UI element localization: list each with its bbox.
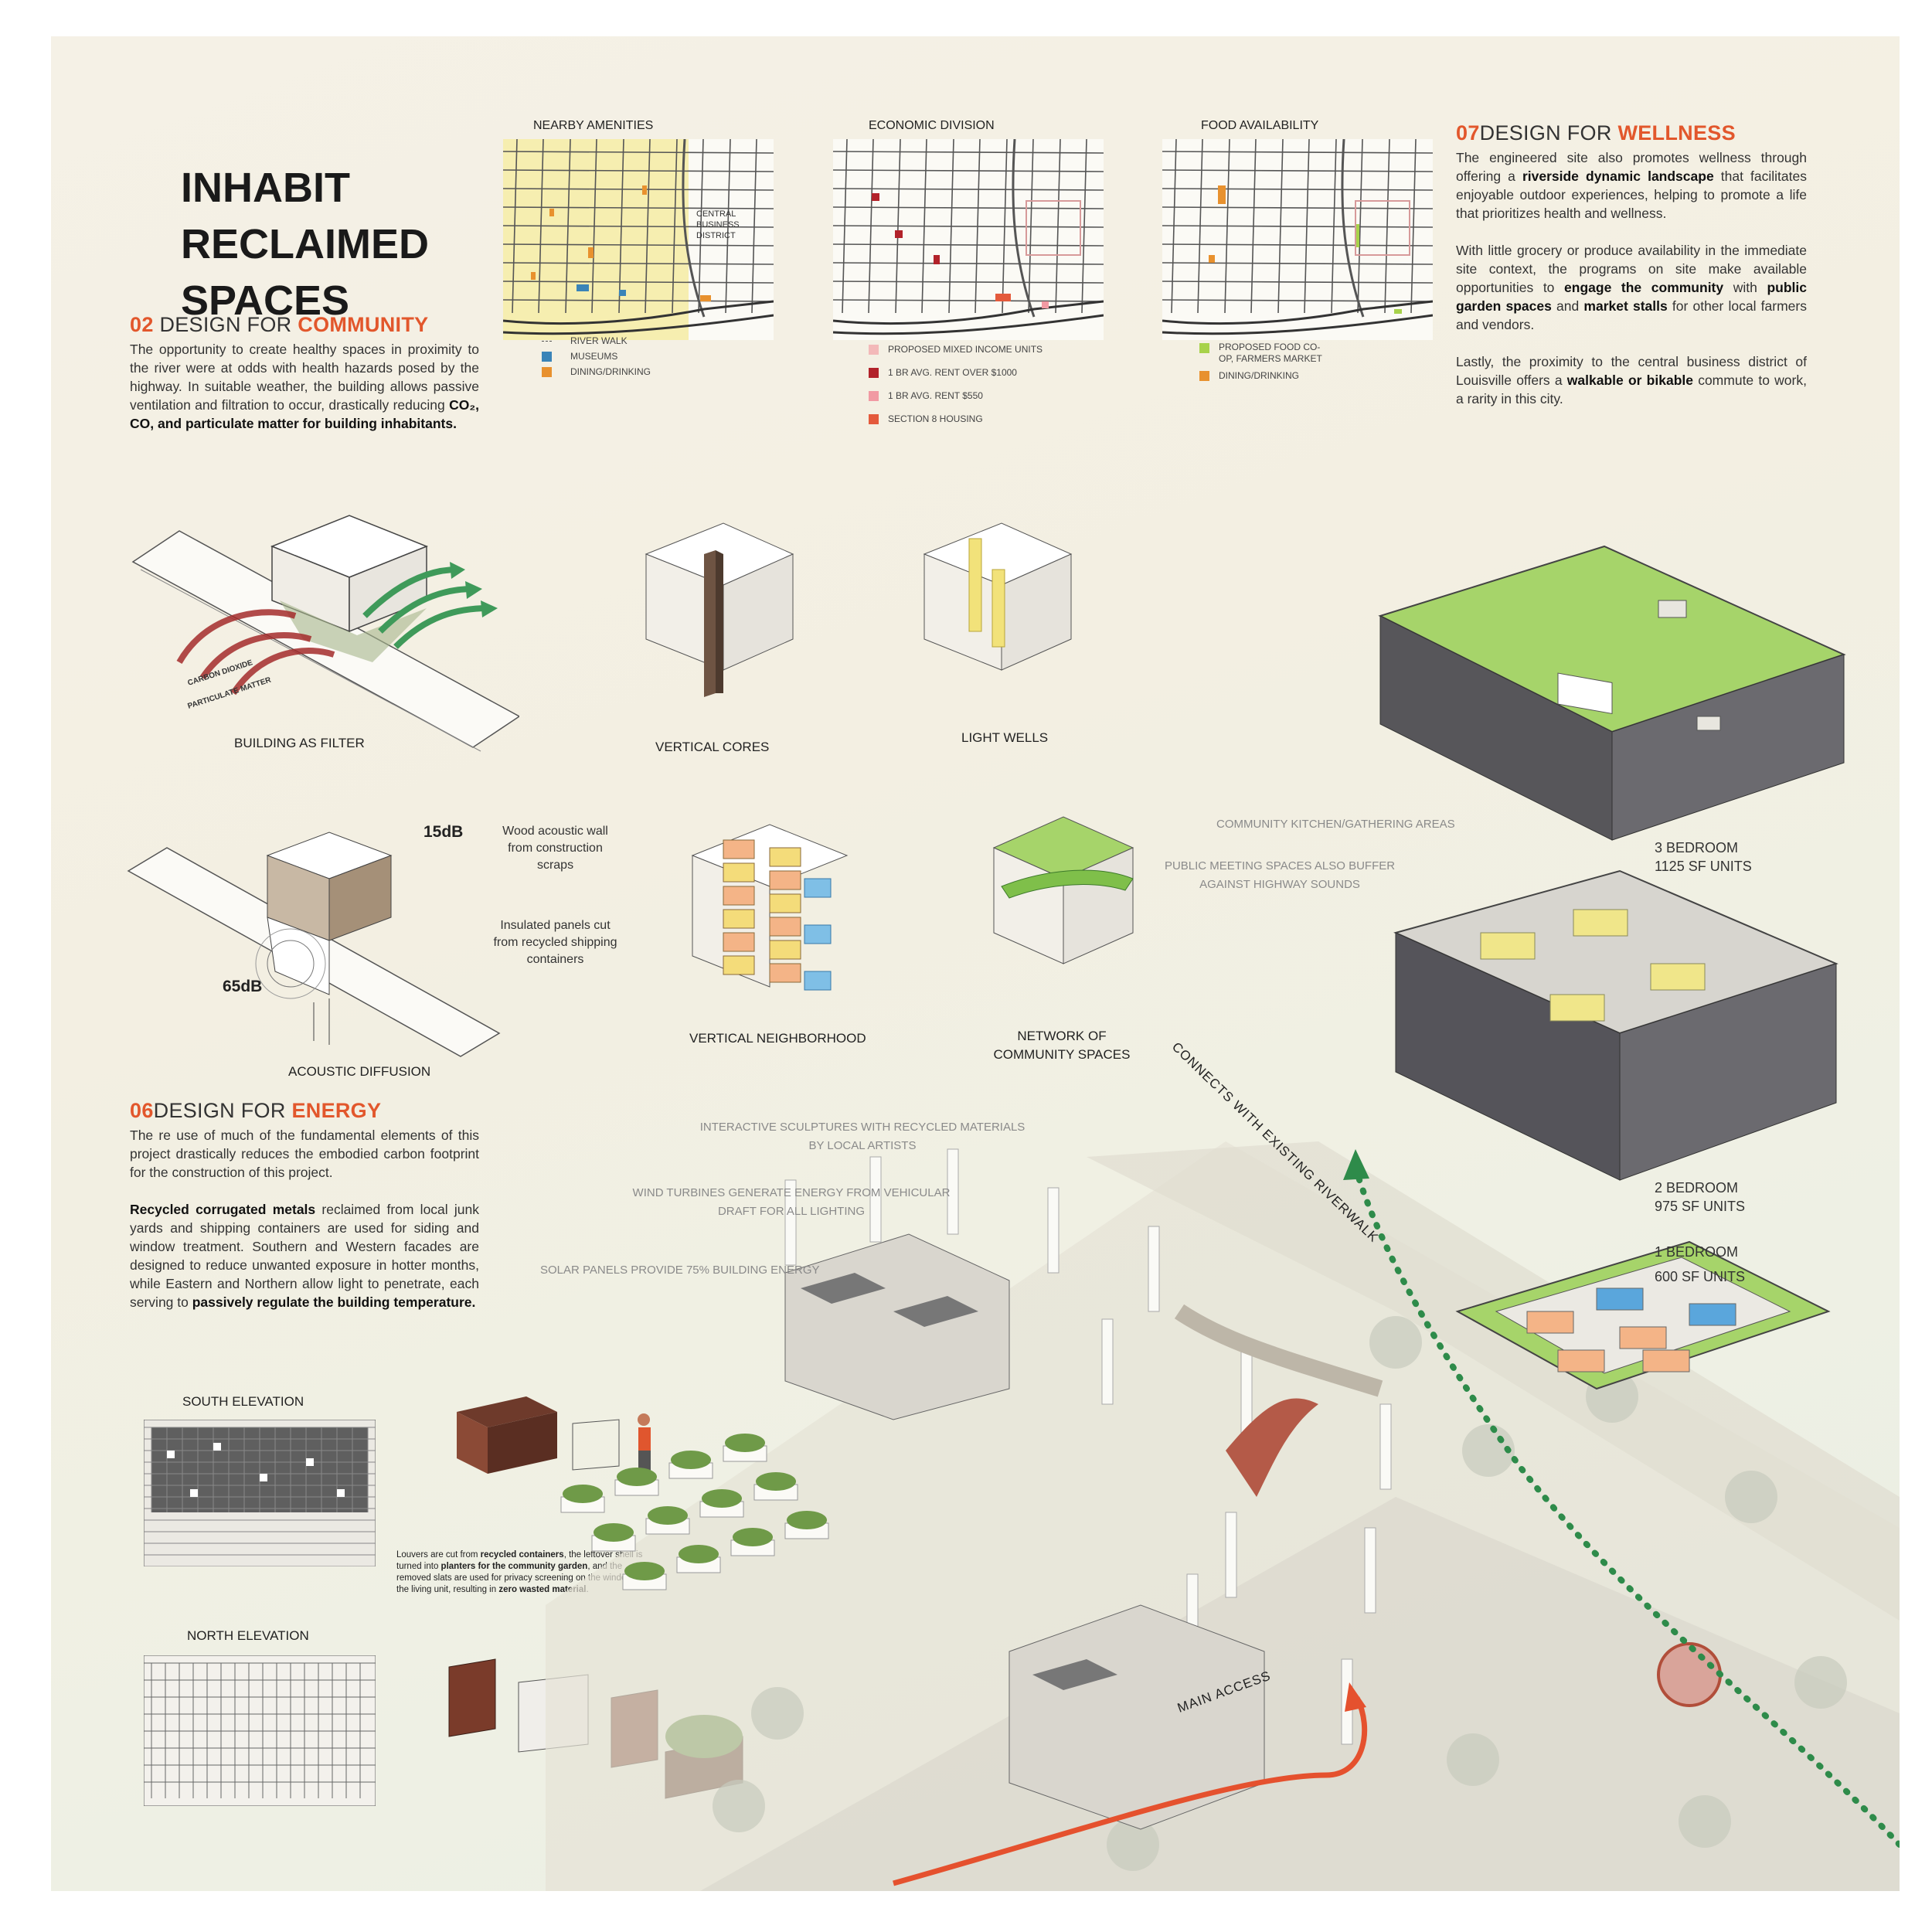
- south-elevation-drawing: [144, 1420, 376, 1566]
- map-amenities: CENTRAL BUSINESS DISTRICT: [503, 139, 774, 340]
- db-low-label: 65dB: [223, 978, 263, 995]
- note-solar-panels: SOLAR PANELS PROVIDE 75% BUILDING ENERGY: [540, 1264, 820, 1277]
- building-filter-diagram: CARBON DIOXIDE PARTICULATE MATTER: [131, 515, 519, 752]
- db-high-label: 15dB: [423, 823, 464, 841]
- energy-body: The re use of much of the fundamental el…: [130, 1128, 479, 1310]
- stacked-axonometric: [1378, 545, 1846, 1390]
- map-label-economic: ECONOMIC DIVISION: [869, 119, 995, 132]
- svg-text:DISTRICT: DISTRICT: [696, 231, 736, 240]
- insulated-panels-note: Insulated panels cut from recycled shipp…: [493, 919, 617, 966]
- vertical-cores-diagram: [645, 522, 794, 697]
- wellness-body: The engineered site also promotes wellne…: [1456, 150, 1807, 406]
- page-title: INHABIT RECLAIMED SPACES: [181, 165, 429, 324]
- light-wells-diagram: [923, 522, 1073, 671]
- caption-acoustic-diffusion: ACOUSTIC DIFFUSION: [288, 1064, 431, 1079]
- legend-food: PROPOSED FOOD CO-OP, FARMERS MARKET DINI…: [1199, 342, 1335, 383]
- community-body: The opportunity to create healthy spaces…: [130, 342, 479, 431]
- note-community-kitchen: COMMUNITY KITCHEN/GATHERING AREAS: [1216, 818, 1455, 831]
- svg-text:BUSINESS: BUSINESS: [696, 220, 740, 230]
- wood-acoustic-note: Wood acoustic wall from construction scr…: [502, 825, 608, 872]
- vertical-neighborhood-diagram: [691, 824, 849, 991]
- site-plan: [546, 1141, 1900, 1891]
- note-sculptures: INTERACTIVE SCULPTURES WITH RECYCLED MAT…: [699, 1121, 1026, 1152]
- map-label-food: FOOD AVAILABILITY: [1201, 119, 1319, 132]
- map-inset-label: CENTRAL: [696, 209, 736, 219]
- caption-vertical-neighborhood: VERTICAL NEIGHBORHOOD: [689, 1031, 866, 1046]
- board: INHABIT RECLAIMED SPACES 02 DESIGN FOR C…: [51, 36, 1900, 1891]
- caption-light-wells: LIGHT WELLS: [961, 730, 1049, 745]
- community-heading: 02 DESIGN FOR COMMUNITY: [130, 313, 429, 336]
- caption-vertical-cores: VERTICAL CORES: [655, 740, 770, 754]
- north-elevation-drawing: [144, 1655, 376, 1806]
- south-elevation-label: SOUTH ELEVATION: [182, 1394, 304, 1409]
- map-food: [1162, 139, 1433, 340]
- energy-heading: 06DESIGN FOR ENERGY: [130, 1099, 382, 1122]
- note-wind-turbines: WIND TURBINES GENERATE ENERGY FROM VEHIC…: [632, 1186, 951, 1218]
- container-illustration: [457, 1396, 651, 1474]
- legend-economic: PROPOSED MIXED INCOME UNITS 1 BR AVG. RE…: [869, 338, 1043, 430]
- note-public-meeting: PUBLIC MEETING SPACES ALSO BUFFER AGAINS…: [1164, 859, 1396, 891]
- acoustic-diffusion-diagram: [127, 832, 501, 1057]
- map-label-amenities: NEARBY AMENITIES: [533, 119, 654, 132]
- caption-building-filter: BUILDING AS FILTER: [234, 736, 365, 750]
- legend-amenities: RIVER WALK MUSEUMS DINING/DRINKING: [542, 333, 651, 379]
- map-economic: [833, 139, 1104, 340]
- caption-community-network: NETWORK OF COMMUNITY SPACES: [993, 1029, 1131, 1062]
- north-elevation-label: NORTH ELEVATION: [187, 1628, 309, 1643]
- community-network-diagram: [992, 816, 1134, 964]
- wellness-heading: 07DESIGN FOR WELLNESS: [1456, 121, 1736, 145]
